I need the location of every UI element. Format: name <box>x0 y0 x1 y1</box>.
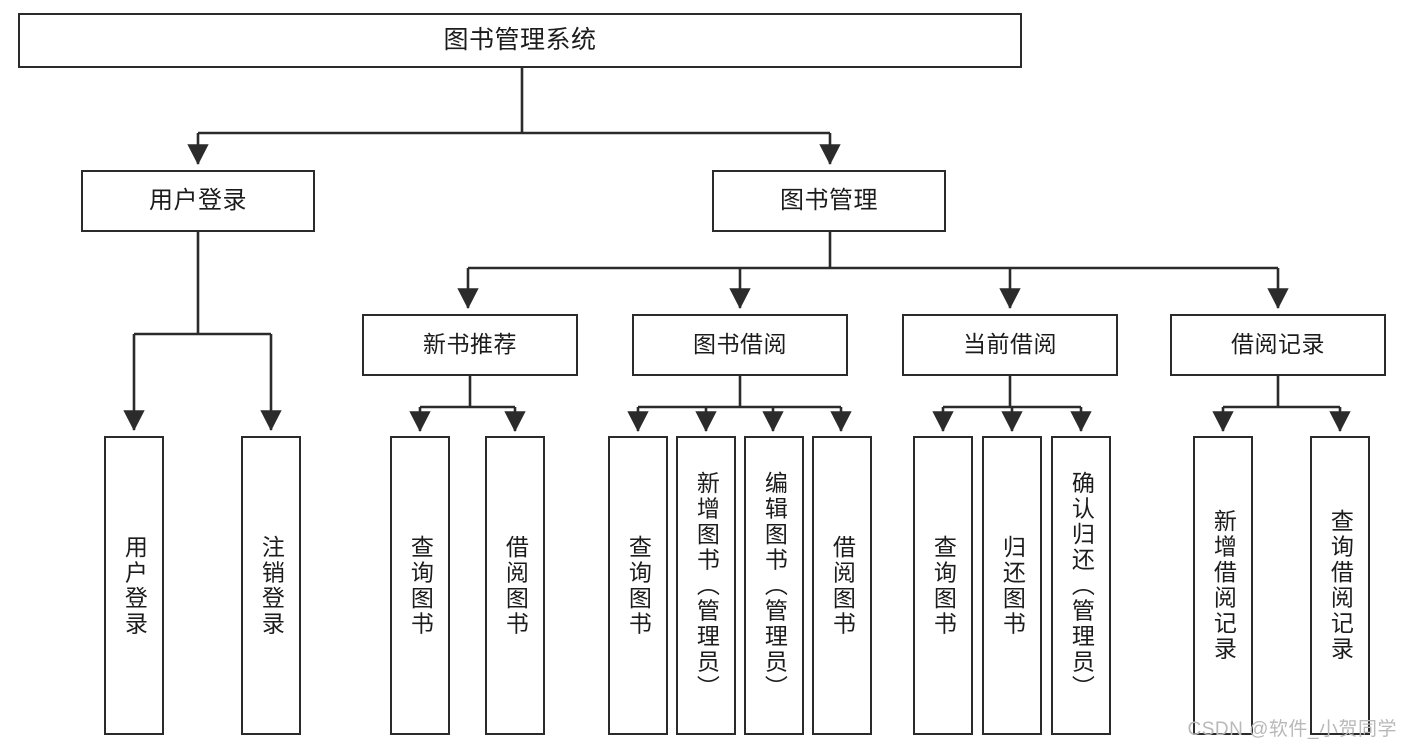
leaf-current-borrow-return[interactable]: 归还图书 <box>982 436 1042 735</box>
node-label: 图书借阅 <box>693 331 787 358</box>
leaf-book-borrow-edit[interactable]: 编辑图书（管理员） <box>744 436 804 735</box>
node-current-borrow[interactable]: 当前借阅 <box>902 314 1118 376</box>
watermark-text: CSDN @软件_小贺同学 <box>1187 719 1397 740</box>
node-label: 当前借阅 <box>963 331 1057 358</box>
node-root-system[interactable]: 图书管理系统 <box>18 13 1022 68</box>
leaf-new-book-borrow[interactable]: 借阅图书 <box>485 436 545 735</box>
node-label: 确认归还（管理员） <box>1068 470 1095 701</box>
node-label: 查询借阅记录 <box>1327 509 1354 662</box>
node-label: 图书管理系统 <box>443 25 597 54</box>
node-label: 查询图书 <box>930 534 957 637</box>
node-user-login[interactable]: 用户登录 <box>81 170 315 232</box>
node-label: 查询图书 <box>625 534 652 637</box>
leaf-user-login-logout[interactable]: 注销登录 <box>241 436 301 735</box>
node-label: 新增图书（管理员） <box>693 470 720 701</box>
node-label: 归还图书 <box>999 534 1026 637</box>
leaf-current-borrow-confirm-return[interactable]: 确认归还（管理员） <box>1051 436 1111 735</box>
node-book-borrow[interactable]: 图书借阅 <box>632 314 848 376</box>
node-label: 新增借阅记录 <box>1210 509 1237 662</box>
leaf-new-book-query[interactable]: 查询图书 <box>390 436 450 735</box>
leaf-book-borrow-borrow[interactable]: 借阅图书 <box>812 436 872 735</box>
node-label: 用户登录 <box>121 534 148 637</box>
leaf-book-borrow-query[interactable]: 查询图书 <box>608 436 668 735</box>
node-label: 用户登录 <box>149 186 247 214</box>
leaf-book-borrow-add[interactable]: 新增图书（管理员） <box>676 436 736 735</box>
node-label: 注销登录 <box>258 534 285 637</box>
node-borrow-record[interactable]: 借阅记录 <box>1170 314 1386 376</box>
node-label: 借阅图书 <box>502 534 529 637</box>
leaf-user-login-login[interactable]: 用户登录 <box>104 436 164 735</box>
node-label: 查询图书 <box>407 534 434 637</box>
leaf-borrow-record-query[interactable]: 查询借阅记录 <box>1310 436 1370 735</box>
node-label: 借阅记录 <box>1231 331 1325 358</box>
node-label: 图书管理 <box>780 186 878 214</box>
node-new-book-recommend[interactable]: 新书推荐 <box>362 314 578 376</box>
node-book-management[interactable]: 图书管理 <box>712 170 946 232</box>
leaf-borrow-record-add[interactable]: 新增借阅记录 <box>1193 436 1253 735</box>
node-label: 借阅图书 <box>829 534 856 637</box>
node-label: 编辑图书（管理员） <box>761 470 788 701</box>
leaf-current-borrow-query[interactable]: 查询图书 <box>913 436 973 735</box>
node-label: 新书推荐 <box>423 331 517 358</box>
